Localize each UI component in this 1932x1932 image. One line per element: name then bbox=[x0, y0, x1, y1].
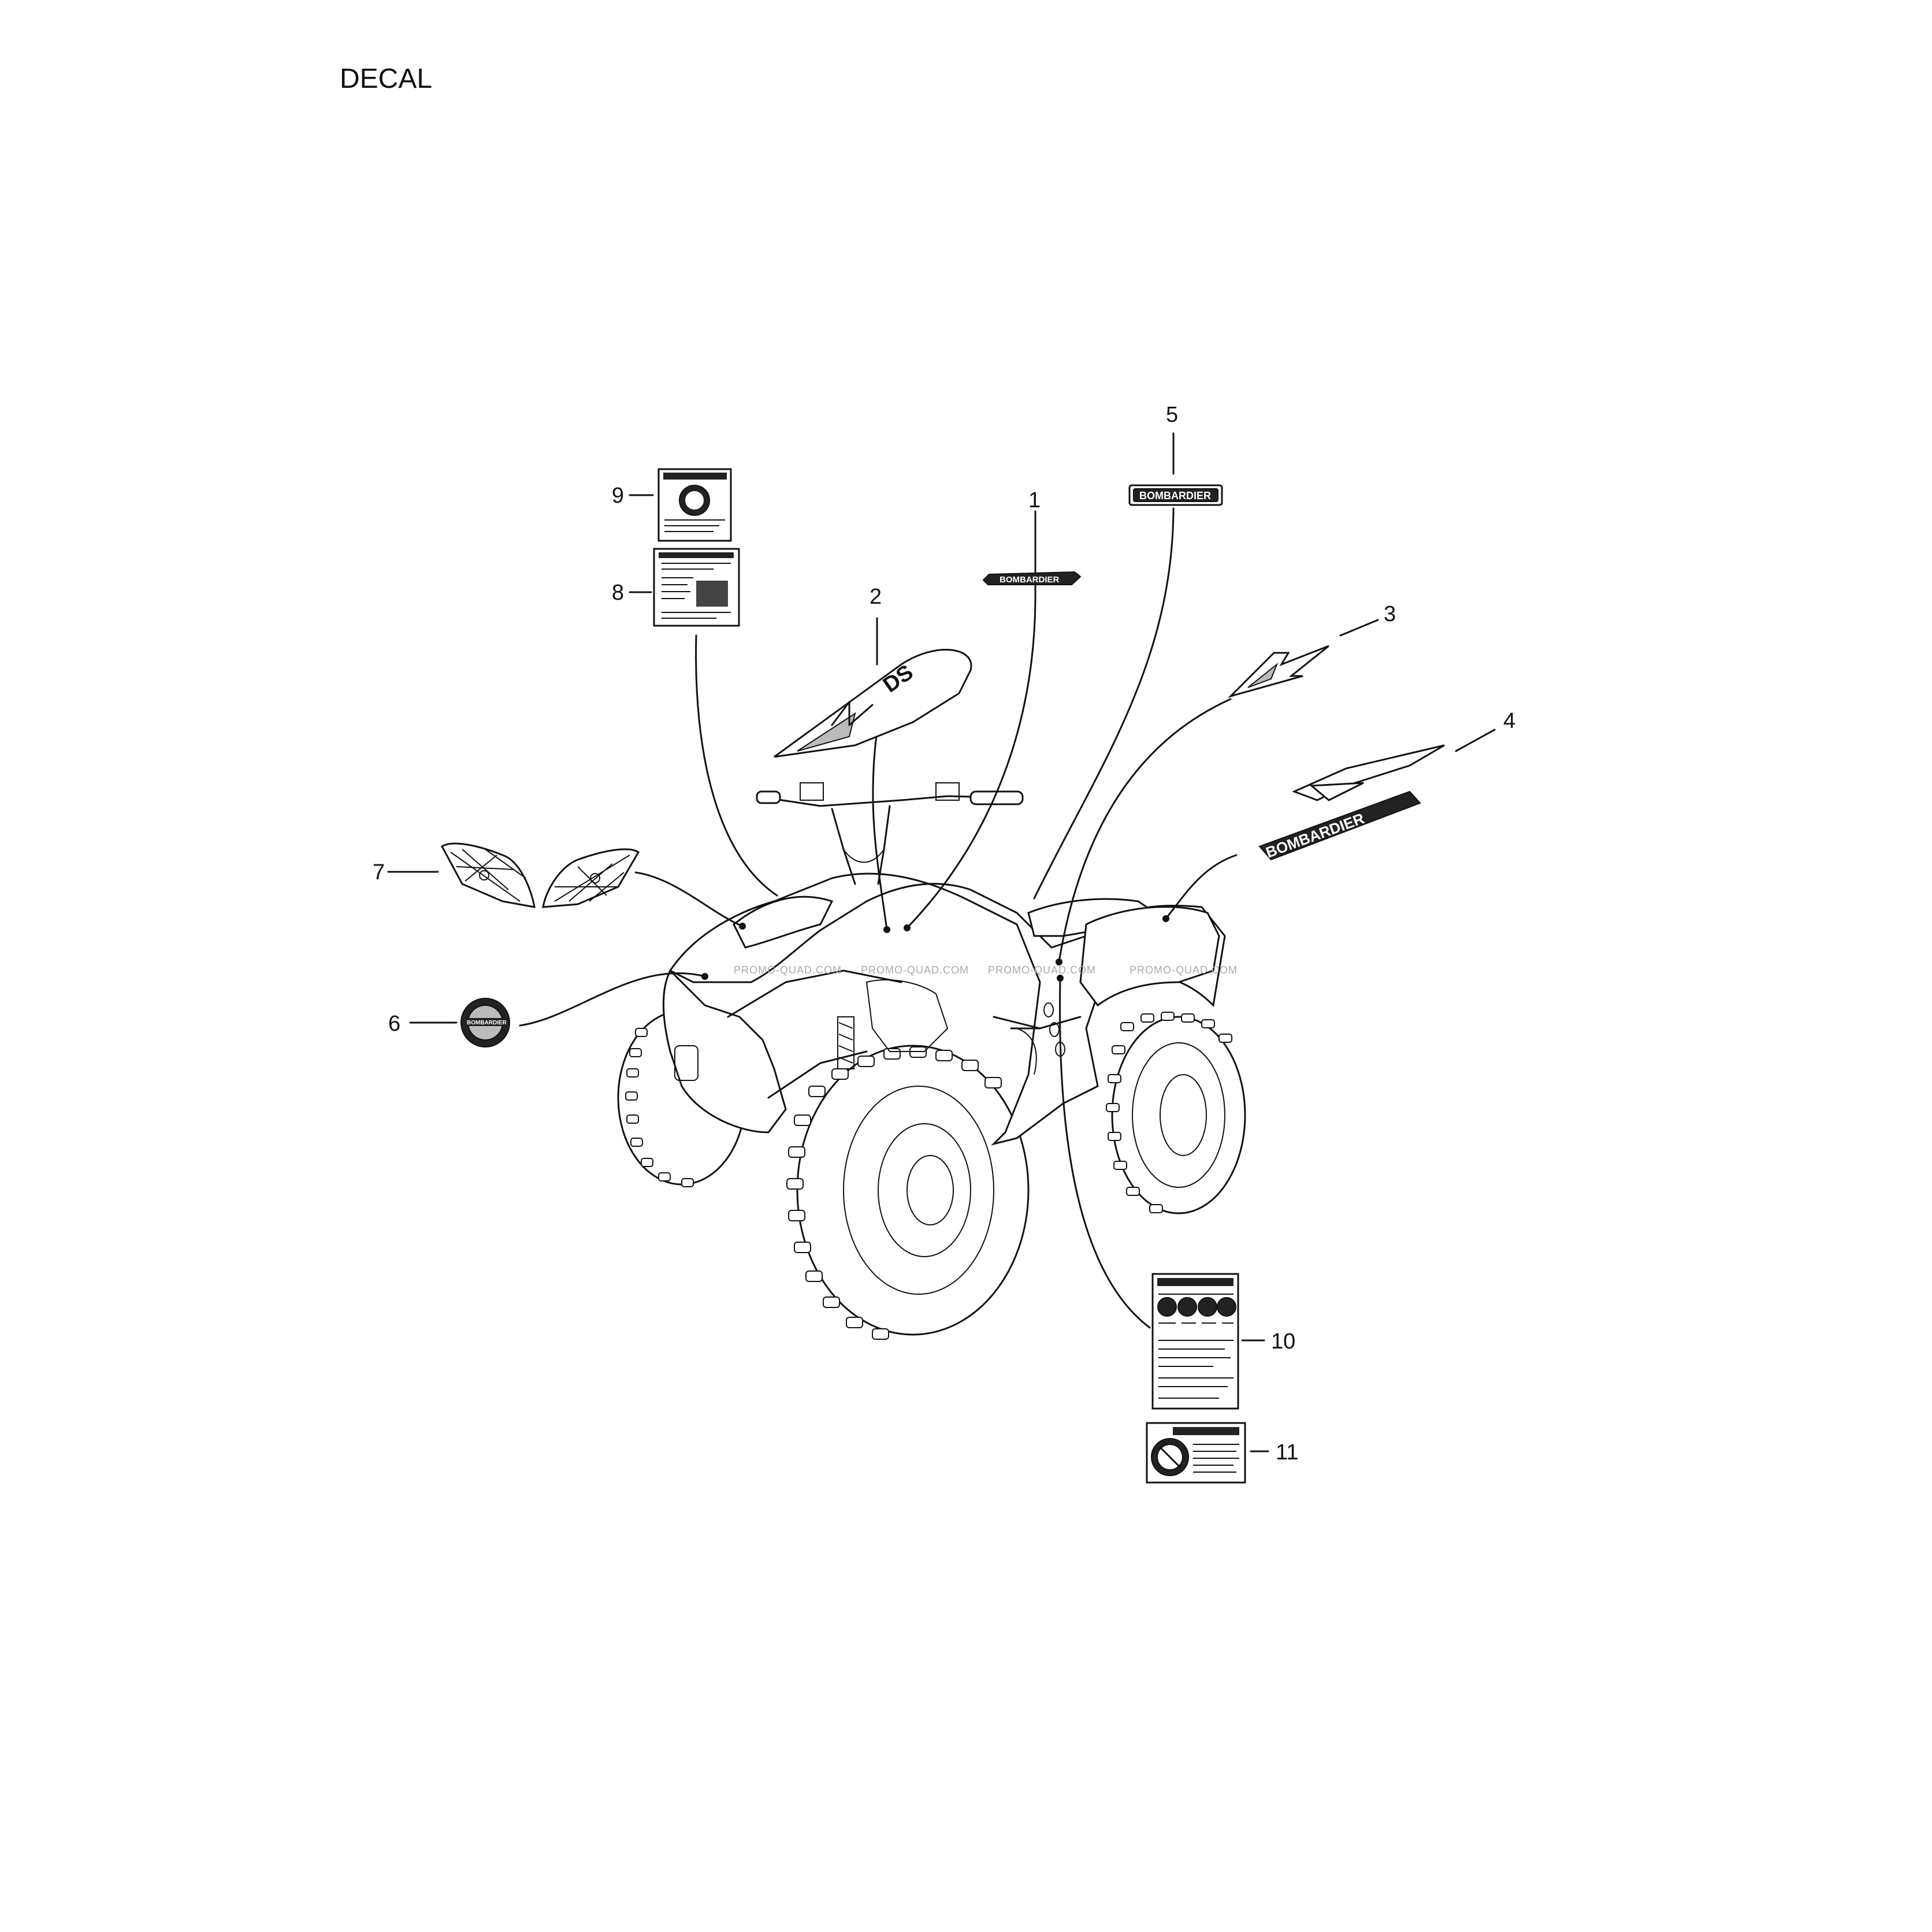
atv-illustration: PROMO-QUAD.COM PROMO-QUAD.COM PROMO-QUAD… bbox=[617, 782, 1246, 1340]
decal-4-text: BOMBARDIER bbox=[1264, 809, 1367, 861]
callout-4: 4 bbox=[1503, 709, 1515, 733]
decal-5-text: BOMBARDIER bbox=[1139, 490, 1211, 501]
callout-2: 2 bbox=[870, 585, 882, 609]
callout-8: 8 bbox=[612, 581, 624, 605]
decal-6[interactable]: BOMBARDIER bbox=[460, 998, 510, 1047]
leader-lines bbox=[387, 432, 1496, 1452]
decal-9[interactable] bbox=[657, 468, 732, 542]
rear-wheel bbox=[1106, 1012, 1246, 1214]
handlebar bbox=[756, 782, 1024, 885]
decal-8[interactable] bbox=[653, 548, 740, 627]
decal-4[interactable]: BOMBARDIER bbox=[1258, 744, 1445, 861]
diagram-title: DECAL bbox=[340, 64, 432, 94]
callout-7: 7 bbox=[373, 860, 385, 885]
right-front-wheel bbox=[786, 1045, 1030, 1340]
decal-1-text: BOMBARDIER bbox=[1000, 575, 1059, 585]
watermark: PROMO-QUAD.COM bbox=[1130, 964, 1238, 976]
callout-3: 3 bbox=[1384, 602, 1396, 626]
callout-numbers: 1 2 3 4 5 6 7 8 9 10 11 bbox=[373, 403, 1515, 1465]
watermark: PROMO-QUAD.COM bbox=[988, 964, 1096, 976]
watermark: PROMO-QUAD.COM bbox=[734, 964, 842, 976]
decal-7[interactable] bbox=[441, 842, 640, 908]
callout-10: 10 bbox=[1271, 1329, 1295, 1354]
watermark: PROMO-QUAD.COM bbox=[861, 964, 969, 976]
callout-11: 11 bbox=[1276, 1440, 1298, 1465]
decal-1[interactable]: BOMBARDIER bbox=[982, 571, 1082, 585]
decal-2[interactable]: DS bbox=[774, 649, 972, 758]
shock-absorber bbox=[837, 1016, 854, 1069]
decal-5[interactable]: BOMBARDIER bbox=[1128, 484, 1223, 506]
decal-6-text: BOMBARDIER bbox=[467, 1020, 507, 1026]
callout-9: 9 bbox=[612, 484, 624, 508]
decal-10[interactable] bbox=[1151, 1273, 1239, 1410]
decal-3[interactable] bbox=[1227, 645, 1329, 698]
callout-6: 6 bbox=[388, 1012, 400, 1036]
callout-1: 1 bbox=[1028, 488, 1041, 512]
callout-5: 5 bbox=[1166, 403, 1178, 427]
decal-11[interactable] bbox=[1146, 1422, 1246, 1484]
